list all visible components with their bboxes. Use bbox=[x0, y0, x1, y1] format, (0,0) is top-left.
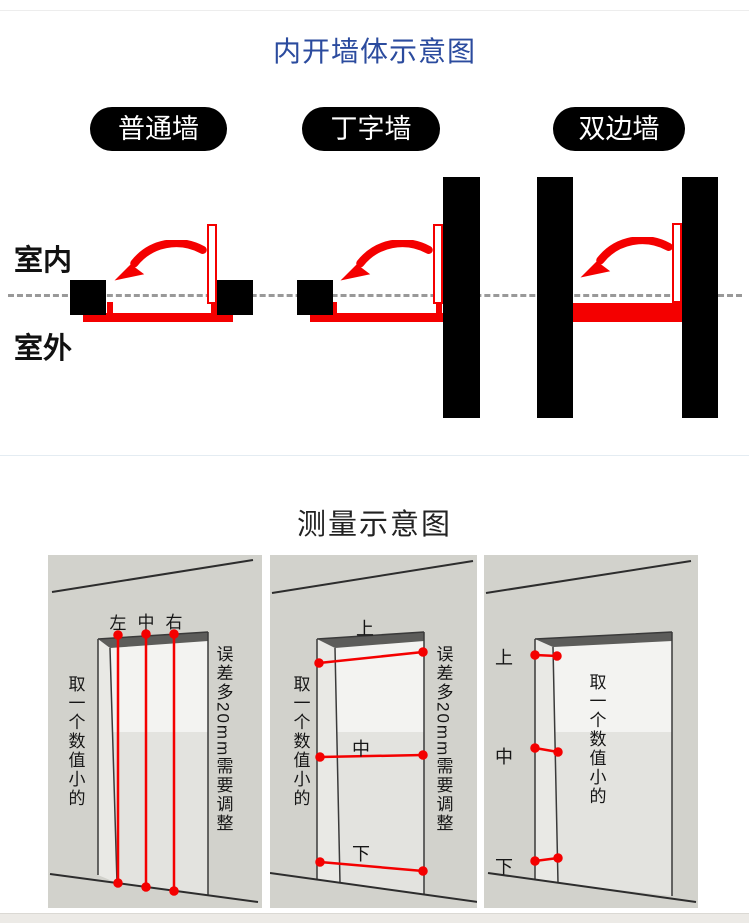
ceiling-line bbox=[271, 560, 474, 594]
screen-door-panel-normal bbox=[207, 224, 217, 304]
screen-door-panel-t bbox=[433, 224, 443, 304]
measure-label-right: 右 bbox=[165, 613, 183, 632]
section-title-wall-schematic: 内开墙体示意图 bbox=[272, 36, 476, 67]
arrow-tip bbox=[114, 256, 145, 281]
section-divider-line bbox=[0, 455, 749, 456]
section-title-measurement: 测量示意图 bbox=[296, 509, 452, 541]
red-measure-lines-horizontal bbox=[314, 647, 428, 876]
next-section-edge-strip bbox=[0, 913, 749, 923]
measure-label-top: 上 bbox=[356, 619, 374, 639]
track-bar-t-wall bbox=[310, 313, 443, 322]
track-stub-left-t-wall bbox=[331, 302, 337, 314]
red-measure-lines-vertical bbox=[113, 629, 179, 896]
track-block-double-wall bbox=[573, 303, 682, 322]
measure-label-top: 上 bbox=[495, 648, 513, 668]
door-lintel bbox=[317, 632, 424, 648]
measure-panel-width: 左 中 右 取一个数值小的 误差多20mm需要调整 bbox=[48, 555, 262, 908]
arrow-tip bbox=[340, 256, 371, 281]
indoor-outdoor-boundary-line bbox=[8, 294, 742, 297]
door-opening-lower bbox=[555, 732, 672, 896]
track-stub-right-normal-wall bbox=[211, 302, 217, 314]
door-lintel bbox=[98, 632, 208, 648]
screen-door-panel-double bbox=[672, 223, 682, 303]
height-measure-drawing bbox=[270, 560, 477, 903]
width-measure-drawing bbox=[49, 559, 259, 903]
ceiling-line bbox=[51, 559, 254, 593]
door-opening-upper bbox=[553, 640, 672, 732]
measure-label-bottom: 下 bbox=[352, 844, 370, 864]
arrow-swoosh bbox=[596, 237, 673, 265]
note-tolerance-adjust: 误差多20mm需要调整 bbox=[433, 645, 453, 834]
ceiling-line bbox=[485, 560, 692, 594]
floor-line bbox=[487, 872, 697, 903]
wall-type-badge-t-shape: 丁字墙 bbox=[302, 107, 440, 151]
wall-column-double-left bbox=[537, 177, 573, 418]
measure-panel-height: 上 中 下 取一个数值小的 误差多20mm需要调整 bbox=[270, 555, 477, 908]
door-opening-lower bbox=[113, 732, 208, 896]
door-lintel bbox=[535, 632, 672, 647]
wall-column-t-right bbox=[443, 177, 480, 418]
note-tolerance-adjust: 误差多20mm需要调整 bbox=[213, 645, 233, 834]
note-take-smaller-value: 取一个数值小的 bbox=[65, 675, 85, 808]
note-take-smaller-value: 取一个数值小的 bbox=[586, 673, 606, 806]
track-bar-normal-wall bbox=[83, 313, 233, 322]
depth-measure-drawing bbox=[485, 560, 697, 903]
door-jamb-face bbox=[98, 639, 117, 883]
open-direction-arrow-normal bbox=[114, 240, 207, 281]
wall-block-normal-right bbox=[217, 280, 253, 315]
wall-type-badge-double-side: 双边墙 bbox=[553, 107, 685, 151]
door-opening-lower bbox=[337, 732, 424, 895]
arrow-swoosh bbox=[356, 240, 433, 268]
frame-outline bbox=[97, 631, 209, 896]
floor-line bbox=[49, 873, 259, 903]
track-stub-right-t-wall bbox=[436, 302, 442, 314]
measure-label-center: 中 bbox=[137, 613, 155, 632]
measure-panel-depth: 上 中 下 取一个数值小的 bbox=[484, 555, 698, 908]
frame-outline bbox=[534, 631, 673, 896]
floor-line bbox=[270, 872, 477, 903]
top-divider-line bbox=[0, 10, 749, 11]
open-direction-arrow-double bbox=[580, 237, 673, 278]
arrow-tip bbox=[580, 253, 611, 278]
door-jamb-face bbox=[317, 639, 340, 883]
wall-block-t-left bbox=[297, 280, 333, 315]
open-direction-arrow-t bbox=[340, 240, 433, 281]
arrow-swoosh bbox=[130, 240, 207, 268]
measure-label-middle: 中 bbox=[495, 747, 513, 767]
measure-label-left: 左 bbox=[109, 614, 127, 633]
measure-label-bottom: 下 bbox=[495, 857, 513, 877]
indoor-label: 室内 bbox=[14, 245, 73, 277]
red-measure-lines-depth bbox=[530, 650, 563, 866]
door-jamb-face bbox=[535, 639, 558, 883]
door-opening-upper bbox=[110, 640, 208, 732]
outdoor-label: 室外 bbox=[14, 333, 73, 365]
wall-type-badge-normal: 普通墙 bbox=[90, 107, 227, 151]
wall-block-normal-left bbox=[70, 280, 106, 315]
track-stub-left-normal-wall bbox=[107, 302, 113, 314]
door-opening-upper bbox=[335, 640, 424, 732]
wall-column-double-right bbox=[682, 177, 718, 418]
note-take-smaller-value: 取一个数值小的 bbox=[290, 675, 310, 808]
measure-label-middle: 中 bbox=[352, 739, 370, 759]
